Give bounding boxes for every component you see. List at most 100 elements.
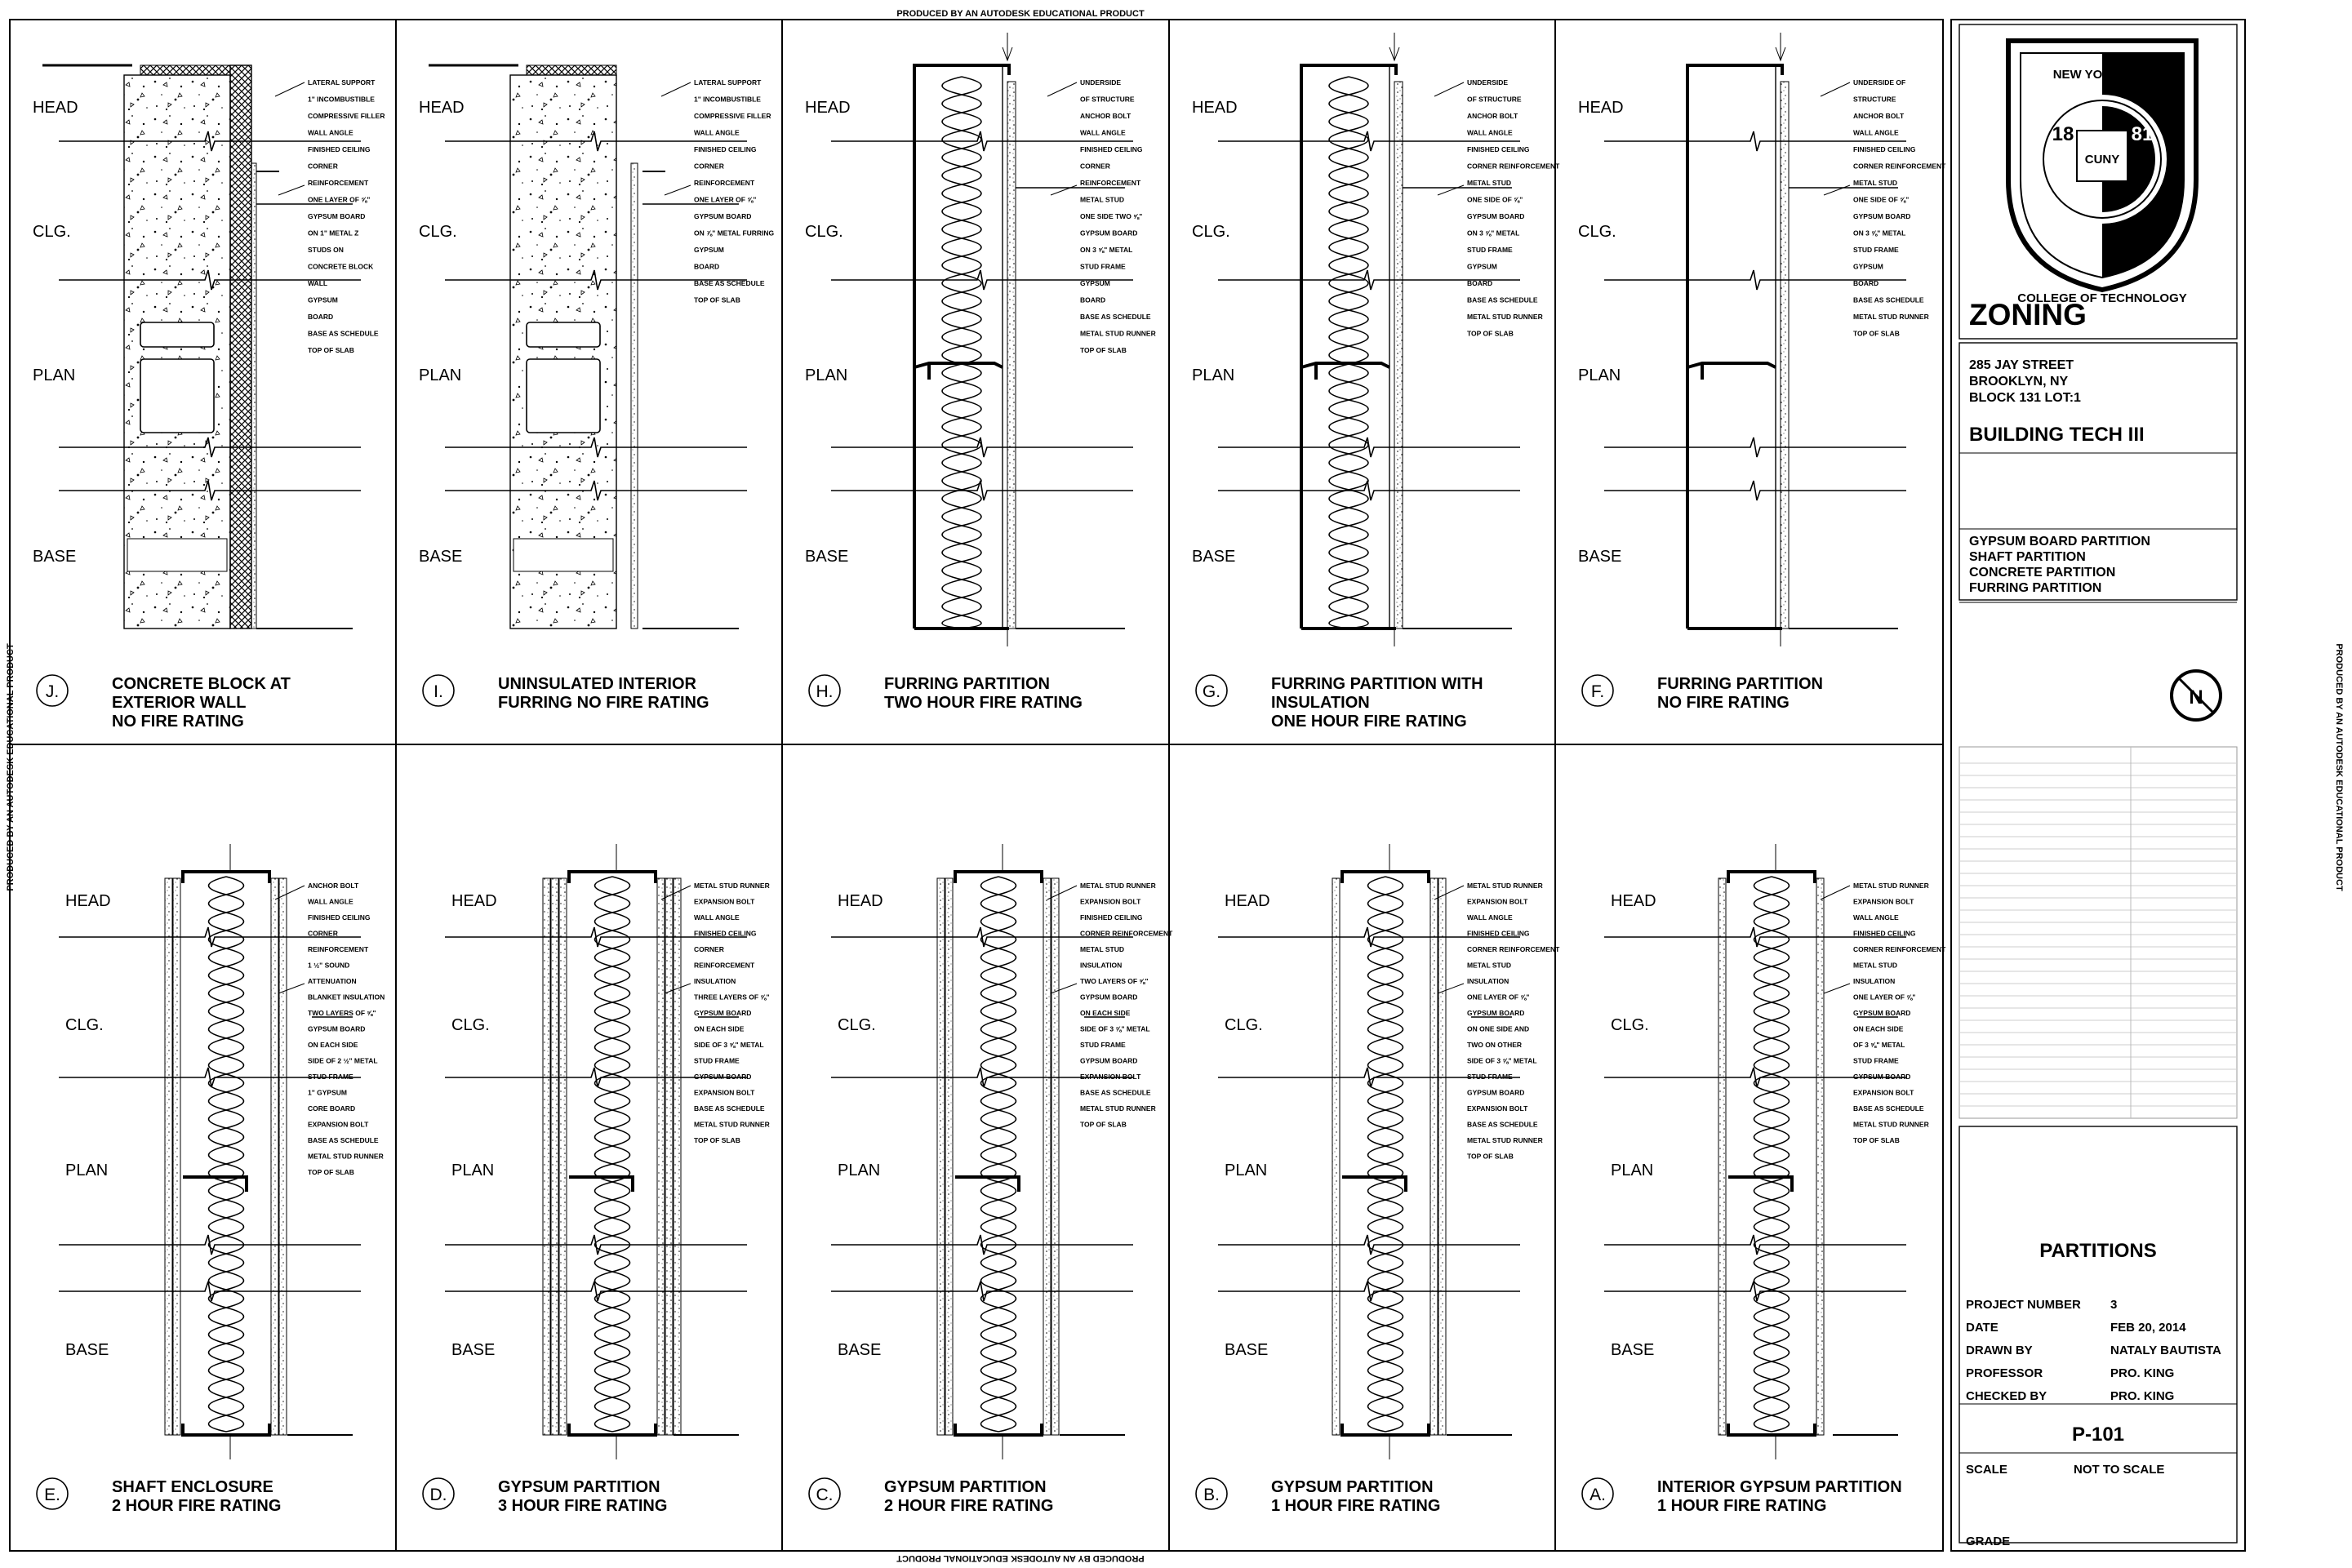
break-line xyxy=(831,1234,1133,1255)
break-line xyxy=(1604,1281,1906,1302)
callout-label: WALL xyxy=(308,279,327,287)
level-label-head: HEAD xyxy=(33,99,78,117)
field-label: DRAWN BY xyxy=(1966,1344,2033,1357)
level-label-clg: CLG. xyxy=(1578,223,1616,241)
callout-label: FINISHED CEILING xyxy=(1080,145,1143,153)
gypsum-board xyxy=(1007,81,1016,629)
callout-label: GYPSUM BOARD xyxy=(308,1025,365,1033)
callout-label: GYPSUM xyxy=(1467,263,1497,271)
break-line xyxy=(445,269,747,291)
level-label-clg: CLG. xyxy=(1611,1016,1649,1034)
block-course xyxy=(513,538,614,572)
callout-label: CORNER REINFORCEMENT xyxy=(1853,162,1946,171)
logo-center-text: CUNY xyxy=(2085,153,2120,167)
sheet-info-box xyxy=(1959,1126,2238,1544)
north-arrow-icon xyxy=(2178,677,2214,713)
callout-label: OF STRUCTURE xyxy=(1080,96,1135,104)
callout-label: INSULATION xyxy=(1853,977,1895,985)
callout-label: OF 3 ⅝" METAL xyxy=(1853,1041,1905,1049)
callout-label: BASE AS SCHEDULE xyxy=(308,1136,379,1144)
callout-label: BOARD xyxy=(1467,279,1492,287)
callout-label: WALL ANGLE xyxy=(1080,129,1126,137)
break-line xyxy=(59,437,361,458)
gypsum-layer-right xyxy=(1816,877,1825,1436)
leader-line xyxy=(664,184,691,196)
level-label-head: HEAD xyxy=(1225,892,1270,910)
bottom-runner xyxy=(567,1424,657,1437)
level-label-plan: PLAN xyxy=(838,1162,880,1179)
break-line xyxy=(445,131,747,152)
field-label: DATE xyxy=(1966,1321,1999,1335)
callout-label: TWO ON OTHER xyxy=(1467,1041,1522,1049)
detail-title: 2 HOUR FIRE RATING xyxy=(884,1497,1053,1515)
callout-label: METAL STUD xyxy=(1080,945,1124,953)
detail-title: NO FIRE RATING xyxy=(1657,694,1790,712)
break-line xyxy=(831,480,1133,501)
level-label-plan: PLAN xyxy=(805,366,847,384)
callout-label: GYPSUM xyxy=(1853,263,1883,271)
leader-line xyxy=(664,983,691,994)
callout-label: BOARD xyxy=(694,263,719,271)
block-core-top xyxy=(526,322,601,348)
gypsum-board xyxy=(251,162,257,629)
callout-label: GYPSUM BOARD xyxy=(694,1073,751,1081)
block-core xyxy=(526,358,601,433)
callout-label: ANCHOR BOLT xyxy=(1853,112,1905,120)
break-line xyxy=(445,1234,747,1255)
break-line xyxy=(1604,131,1906,152)
callout-label: TOP OF SLAB xyxy=(1467,1153,1514,1161)
detail-title: FURRING PARTITION WITH xyxy=(1271,675,1483,693)
callout-label: GYPSUM BOARD xyxy=(1853,1009,1910,1017)
callout-label: EXPANSION BOLT xyxy=(308,1121,369,1129)
detail-id-circle xyxy=(808,1477,841,1510)
callout-label: CORNER REINFORCEMENT xyxy=(1080,930,1173,938)
metal-stud-plan xyxy=(1687,362,1776,380)
top-runner xyxy=(954,870,1043,883)
callout-label: CORNER xyxy=(1080,162,1110,171)
field-label: CHECKED BY xyxy=(1966,1389,2047,1403)
callout-label: BASE AS SCHEDULE xyxy=(1467,1121,1538,1129)
revision-table xyxy=(1959,746,2238,1119)
leader-line xyxy=(660,885,691,900)
detail-title: CONCRETE BLOCK AT xyxy=(112,675,291,693)
callout-label: BOARD xyxy=(308,313,333,321)
detail-title: GYPSUM PARTITION xyxy=(1271,1478,1434,1496)
detail-id-circle xyxy=(1581,674,1614,707)
bottom-runner xyxy=(1341,1424,1430,1437)
callout-label: INSULATION xyxy=(1080,962,1122,970)
leader-line xyxy=(1823,983,1851,994)
insulation-batt xyxy=(594,876,631,1433)
detail-title: TWO HOUR FIRE RATING xyxy=(884,694,1083,712)
callout-label: GYPSUM BOARD xyxy=(1080,229,1137,238)
callout-label: 1 ½" SOUND xyxy=(308,962,349,970)
gypsum-board xyxy=(1394,81,1403,629)
break-line xyxy=(1218,131,1520,152)
block-course xyxy=(127,538,228,572)
insulation-batt xyxy=(594,876,631,1433)
leader-line xyxy=(274,82,305,97)
gypsum-layer-right xyxy=(656,877,665,1436)
callout-label: METAL STUD RUNNER xyxy=(1467,882,1543,890)
insulation-batt xyxy=(980,876,1017,1433)
level-label-clg: CLG. xyxy=(65,1016,104,1034)
level-label-base: BASE xyxy=(451,1341,495,1359)
level-label-plan: PLAN xyxy=(1192,366,1234,384)
level-label-clg: CLG. xyxy=(419,223,457,241)
callout-label: METAL STUD RUNNER xyxy=(1853,882,1929,890)
level-label-head: HEAD xyxy=(838,892,883,910)
break-line xyxy=(445,926,747,948)
leader-line xyxy=(1437,184,1465,196)
callout-label: ATTENUATION xyxy=(308,977,357,985)
callout-label: STUD FRAME xyxy=(1853,1057,1899,1065)
callout-label: FINISHED CEILING xyxy=(1853,930,1916,938)
leader-line xyxy=(1434,82,1465,97)
leader-line xyxy=(278,983,305,994)
detail-id-circle xyxy=(808,674,841,707)
gypsum-layer-right xyxy=(278,877,287,1436)
callout-label: ON EACH SIDE xyxy=(308,1041,358,1049)
watermark-right: PRODUCED BY AN AUTODESK EDUCATIONAL PROD… xyxy=(2334,643,2344,891)
